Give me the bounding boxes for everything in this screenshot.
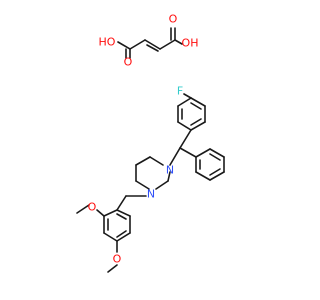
bond	[190, 121, 206, 131]
piperazine-ring	[135, 156, 171, 190]
bond	[190, 97, 206, 107]
fluorophenyl-ring	[177, 93, 206, 131]
dimethoxyphenyl-ring	[76, 204, 131, 273]
bond	[116, 213, 127, 220]
fluorine-label: F	[177, 85, 183, 98]
phenyl-ring	[195, 148, 225, 181]
bond	[155, 180, 169, 190]
bond	[135, 180, 150, 190]
bond	[174, 39, 183, 45]
hydroxyl-right-label: OH	[182, 37, 199, 50]
bond	[177, 121, 192, 131]
bond	[135, 156, 151, 166]
bond	[177, 97, 192, 107]
bond	[116, 232, 131, 242]
bond	[117, 41, 131, 50]
hydroxyl-left-label: HO	[99, 36, 116, 49]
atom-labels: HO O O OH F N N O O	[88, 13, 199, 266]
bond	[129, 39, 146, 50]
fumaric-acid	[117, 27, 183, 59]
bond	[195, 148, 211, 158]
bond	[144, 39, 161, 50]
bond	[116, 195, 127, 211]
bond	[169, 147, 181, 166]
molecule-drawing: HO O O OH F N N O O	[76, 13, 225, 273]
carbonyl-oxygen-right-label: O	[169, 13, 178, 26]
structure-diagram-canvas: HO O O OH F N N O O	[76, 13, 225, 273]
bond	[179, 129, 192, 149]
bond	[209, 153, 221, 161]
piperazine-nitrogen-top-label: N	[166, 164, 174, 177]
bond	[103, 209, 118, 217]
bond	[159, 39, 176, 50]
bond	[96, 209, 105, 217]
bond	[183, 93, 192, 99]
bond	[116, 230, 127, 238]
piperazine-nitrogen-bottom-label: N	[147, 188, 155, 201]
bond	[209, 148, 225, 158]
benzyl-linker	[116, 195, 147, 211]
bond	[179, 147, 197, 158]
bond	[149, 156, 164, 166]
bond	[146, 44, 159, 52]
bond	[103, 232, 118, 242]
carbonyl-oxygen-left-label: O	[124, 56, 133, 69]
bond	[209, 171, 225, 181]
bond	[167, 171, 171, 182]
bond	[190, 102, 202, 110]
bond	[190, 118, 202, 126]
bond	[107, 264, 118, 273]
bond	[76, 204, 90, 214]
bond	[209, 168, 221, 176]
benzhydryl-center	[169, 129, 197, 166]
methoxy-oxygen-lower-label: O	[113, 253, 122, 266]
bond	[116, 209, 131, 217]
methoxy-oxygen-upper-label: O	[88, 201, 97, 214]
bond	[195, 171, 211, 181]
